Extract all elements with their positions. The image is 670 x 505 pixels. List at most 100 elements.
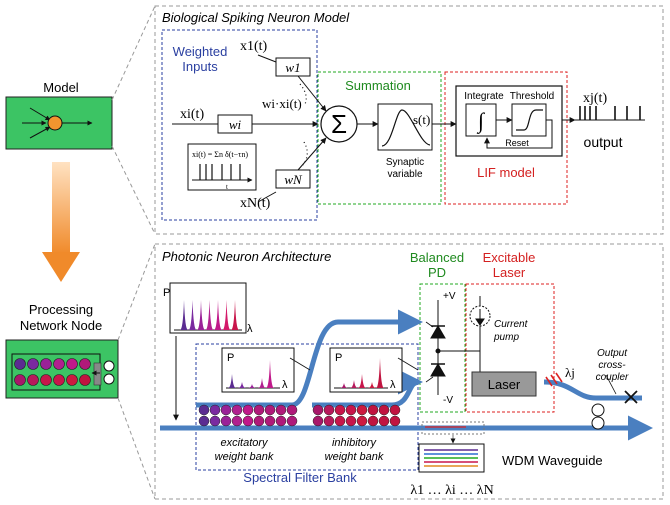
excitatory-ring	[275, 404, 287, 416]
inhibitory-ring	[323, 404, 335, 416]
current-label-1: Current	[494, 319, 529, 330]
reset-loop	[484, 119, 553, 149]
cross-coupler-ring-1	[591, 403, 605, 417]
weight-wi-label: wi	[229, 117, 242, 132]
inhibitory-ring	[334, 404, 346, 416]
input-xi-label: xi(t)	[180, 107, 204, 122]
weight-wN-box	[275, 169, 311, 189]
excitatory-ring	[286, 415, 298, 427]
spectrum-peak	[340, 383, 348, 388]
spike-axis-label: t	[226, 183, 228, 191]
orange-down-arrow	[42, 162, 80, 282]
spectrum-peak	[358, 374, 366, 388]
node-ring	[53, 374, 65, 386]
excitatory-ring	[209, 404, 221, 416]
excitatory-ring	[242, 415, 254, 427]
inhibitory-ring-bank	[312, 404, 401, 427]
spectrum-peak	[205, 300, 214, 330]
spectrum-peak	[350, 380, 358, 388]
spectrum-peak	[222, 300, 231, 330]
summation-box	[317, 71, 442, 205]
excitatory-inset-lambda: λ	[282, 379, 288, 391]
node-ring	[79, 358, 91, 370]
lambda-j-label: λj	[565, 365, 575, 380]
inhibitory-ring	[312, 415, 324, 427]
lif-label: LIF model	[477, 165, 535, 180]
dotted-arc-upper	[299, 83, 307, 105]
current-label-2: pump	[493, 332, 519, 343]
node-ring	[40, 358, 52, 370]
output-label: output	[584, 134, 623, 150]
inhibitory-ring	[367, 404, 379, 416]
top-panel: Biological Spiking Neuron Model Weighted…	[111, 5, 664, 235]
inhibitory-drop-waveguide	[312, 369, 423, 408]
node-ring	[27, 358, 39, 370]
inhibitory-ring	[323, 415, 335, 427]
inhibitory-ring	[356, 415, 368, 427]
spectrum-peak	[188, 300, 197, 330]
dotted-arc-lower	[302, 141, 308, 166]
input-xN-label: xN(t)	[240, 196, 271, 211]
output-coupler-label-3: coupler	[596, 372, 629, 383]
excitatory-ring	[264, 404, 276, 416]
inhibitory-ring	[389, 415, 401, 427]
integrate-label: Integrate	[464, 91, 504, 102]
spectrum-peak	[248, 384, 256, 388]
node-ring	[66, 358, 78, 370]
processing-node-icon	[11, 353, 115, 391]
spectrum-peak	[368, 382, 376, 388]
excitatory-spectrum-inset	[221, 347, 295, 393]
spectrum-peak	[266, 360, 274, 388]
excitatory-ring	[242, 404, 254, 416]
threshold-label: Threshold	[510, 91, 554, 102]
node-ring	[14, 374, 26, 386]
spectral-filter-bank-label: Spectral Filter Bank	[243, 470, 357, 485]
inhibitory-ring	[345, 404, 357, 416]
cross-coupler-ring-2	[591, 416, 605, 430]
spectrum-peak	[180, 300, 188, 330]
excitatory-ring	[264, 415, 276, 427]
weight-wN-label: wN	[284, 172, 303, 187]
input-spectrum-lambda: λ	[247, 323, 253, 335]
excitable-laser-box	[465, 283, 555, 413]
excitatory-inset-p: P	[227, 352, 234, 364]
minus-v-label: -V	[443, 395, 453, 406]
product-label: wi·xi(t)	[262, 96, 302, 111]
reset-label: Reset	[505, 138, 529, 148]
inhibitory-ring	[345, 415, 357, 427]
inhibitory-ring	[356, 404, 368, 416]
integral-symbol: ∫	[476, 108, 486, 134]
laser-output-marks	[545, 372, 563, 387]
laser-label: Laser	[488, 377, 521, 392]
spike-formula: xi(t) = Σn δ(t−τn)	[192, 150, 248, 159]
node-ring	[40, 374, 52, 386]
weighted-inputs-label-1: Weighted	[173, 44, 228, 59]
lif-box	[444, 71, 568, 205]
input-x1-label: x1(t)	[240, 39, 268, 54]
synaptic-label-1: Synaptic	[386, 157, 424, 168]
synaptic-st-label: s(t)	[413, 112, 430, 127]
balanced-label-2: PD	[428, 265, 446, 280]
node-ring	[79, 374, 91, 386]
inhibitory-ring	[378, 404, 390, 416]
laser-output-waveguide	[543, 379, 642, 401]
inhibitory-inset-lambda: λ	[390, 379, 396, 391]
spectrum-peak	[231, 300, 239, 330]
spectrum-peak	[197, 300, 205, 330]
excitatory-ring	[275, 415, 287, 427]
inhibitory-label-1: inhibitory	[332, 437, 378, 449]
balanced-photodiode	[425, 300, 481, 395]
output-coupler-label-1: Output	[597, 348, 628, 359]
threshold-curve	[516, 109, 543, 131]
balanced-label-1: Balanced	[410, 250, 464, 265]
bottom-panel: Photonic Neuron Architecture P λ Spectra…	[117, 243, 664, 500]
spectrum-peak	[238, 382, 246, 388]
spectrum-peak	[214, 300, 222, 330]
excitatory-ring	[198, 415, 210, 427]
model-neuron-icon	[22, 107, 93, 139]
plus-v-label: +V	[443, 291, 456, 302]
inhibitory-ring	[367, 415, 379, 427]
excitatory-ring-bank	[198, 404, 298, 427]
excitatory-ring	[253, 404, 265, 416]
